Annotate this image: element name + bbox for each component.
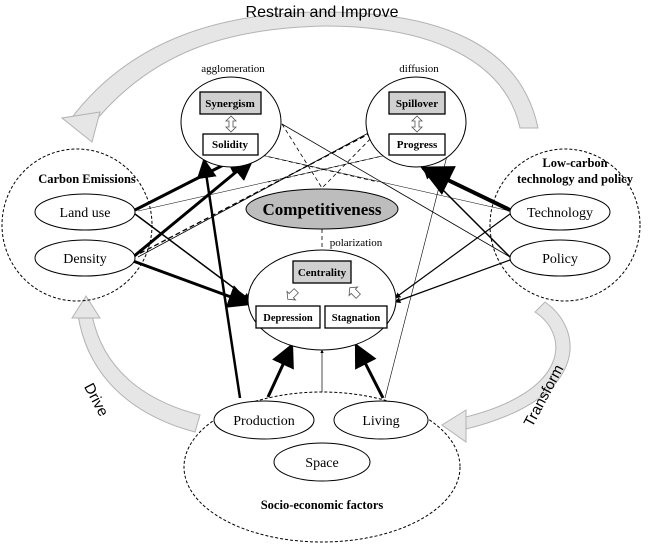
depression-box — [255, 305, 321, 329]
agglomeration-label: agglomeration — [201, 63, 265, 75]
transform-arrow — [441, 301, 571, 443]
diffusion-circle — [365, 76, 467, 168]
policy-text: Policy — [542, 252, 578, 267]
depression-text: Depression — [263, 313, 313, 324]
centrality-text: Centrality — [298, 267, 347, 279]
restrain-label: Restrain and Improve — [246, 4, 399, 21]
solidity-text: Solidity — [212, 139, 249, 151]
stagnation-text: Stagnation — [332, 313, 381, 324]
land-use-text: Land use — [60, 206, 111, 221]
density-text: Density — [63, 252, 107, 267]
living-text: Living — [362, 414, 399, 429]
drive-label: Drive — [80, 380, 111, 419]
policy-ellipse — [509, 239, 611, 277]
living-ellipse — [333, 400, 429, 440]
competitiveness-text: Competitiveness — [263, 200, 382, 219]
synergism-text: Synergism — [205, 98, 255, 110]
progress-text: Progress — [397, 139, 438, 151]
spillover-text: Spillover — [396, 98, 438, 110]
production-text: Production — [233, 414, 294, 429]
stagnation-box — [324, 305, 388, 329]
lowcarbon-group-title-line1: Low-carbon — [542, 156, 607, 170]
socio-group-title: Socio-economic factors — [261, 498, 384, 512]
competitiveness-ellipse — [245, 188, 399, 230]
solidity-box — [202, 133, 259, 156]
density-ellipse — [34, 239, 136, 277]
centrality-box — [292, 260, 352, 284]
diffusion-updown-icon — [411, 115, 423, 133]
polarization-label: polarization — [330, 237, 383, 249]
land-use-ellipse — [34, 193, 136, 231]
production-ellipse — [213, 400, 315, 440]
technology-text: Technology — [527, 206, 593, 221]
lowcarbon-group-title-line2: technology and policy — [517, 172, 634, 186]
spillover-box — [388, 91, 446, 115]
progress-box — [388, 133, 446, 156]
space-ellipse — [273, 442, 371, 482]
technology-ellipse — [509, 193, 611, 231]
diffusion-label: diffusion — [399, 63, 439, 75]
lowcarbon-group-ellipse — [489, 148, 641, 302]
synergism-box — [199, 91, 262, 115]
polarization-circle — [247, 249, 397, 351]
drive-arrow — [71, 295, 201, 433]
agglomeration-updown-icon — [225, 115, 237, 133]
carbon-group-ellipse — [1, 148, 153, 302]
agglomeration-circle — [180, 76, 282, 168]
carbon-group-title: Carbon Emissions — [38, 172, 136, 186]
centrality-depression-arrow-icon — [286, 288, 299, 301]
centrality-stagnation-arrow-icon — [348, 286, 361, 299]
restrain-arrow — [60, 11, 539, 143]
space-text: Space — [305, 456, 338, 471]
